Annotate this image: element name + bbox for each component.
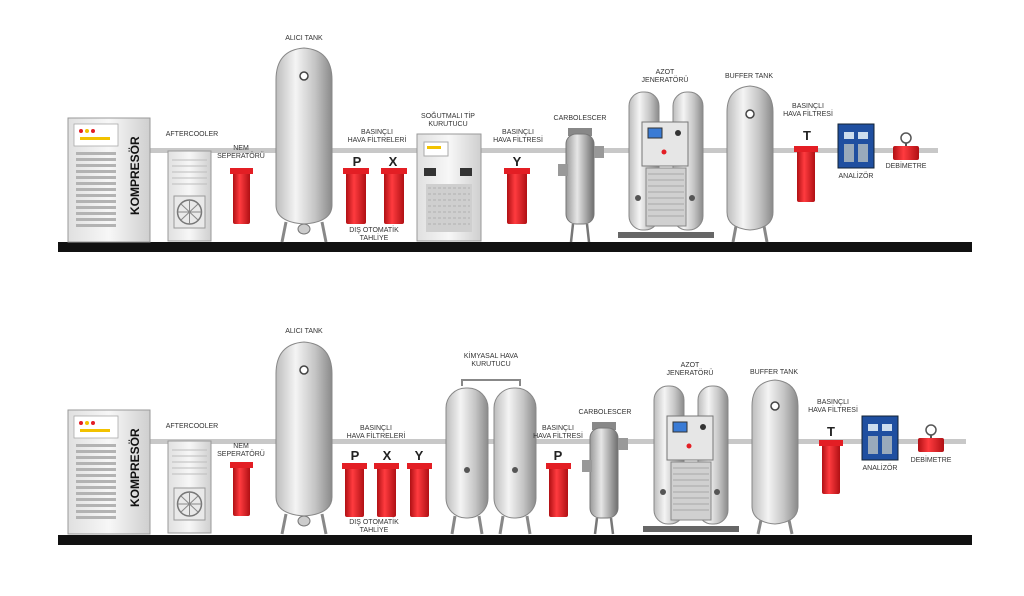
bottom-basincli-label-2: HAVA FİLTRELERİ bbox=[347, 431, 406, 440]
top-basincli-b-label-1: BASINÇLI bbox=[502, 129, 534, 136]
top-filter-p bbox=[343, 168, 369, 224]
bottom-filter-y bbox=[407, 463, 432, 517]
top-basincli-b-label-2: HAVA FİLTRESİ bbox=[493, 135, 543, 144]
top-floor bbox=[58, 242, 972, 252]
bottom-nem-label-2: SEPERATÖRÜ bbox=[217, 450, 265, 458]
bottom-alici-label: ALICI TANK bbox=[285, 328, 323, 335]
top-basincli-c-label-1: BASINÇLI bbox=[792, 103, 824, 110]
bottom-buffer-tank bbox=[751, 379, 799, 535]
top-filter-p-label: P bbox=[353, 154, 362, 169]
top-analizor-label: ANALİZÖR bbox=[838, 171, 873, 180]
top-filter-x bbox=[381, 168, 407, 224]
bottom-aftercooler-label: AFTERCOOLER bbox=[166, 423, 219, 430]
top-carbolescer-label: CARBOLESCER bbox=[554, 115, 607, 122]
top-filter-t bbox=[794, 146, 818, 202]
bottom-nem-label-1: NEM bbox=[233, 443, 249, 450]
top-basincli-label-2: HAVA FİLTRELERİ bbox=[348, 135, 407, 144]
top-sogutmali-dryer bbox=[416, 133, 482, 242]
top-nem-separator bbox=[230, 168, 253, 224]
bottom-azot-label-1: AZOT bbox=[681, 362, 700, 369]
top-alici-label: ALICI TANK bbox=[285, 35, 323, 42]
bottom-filter-p bbox=[342, 463, 367, 517]
bottom-carbolescer bbox=[582, 422, 628, 535]
top-dis-label-1: DIŞ OTOMATİK bbox=[349, 225, 399, 234]
bottom-kompresor-label: KOMPRESÖR bbox=[127, 428, 142, 507]
bottom-filter-y-label: Y bbox=[415, 448, 424, 463]
bottom-carbolescer-label: CARBOLESCER bbox=[579, 409, 632, 416]
top-basincli-c-label-2: HAVA FİLTRESİ bbox=[783, 109, 833, 118]
bottom-azot-generator bbox=[643, 385, 739, 532]
top-azot-label-1: AZOT bbox=[656, 69, 675, 76]
top-filter-x-label: X bbox=[389, 154, 398, 169]
top-sogutmali-label-1: SOĞUTMALI TİP bbox=[421, 111, 475, 120]
bottom-debimetre-label: DEBİMETRE bbox=[911, 455, 952, 464]
top-row: KOMPRESÖR AFTERCOOLER NEM SEPERATÖRÜ ALI… bbox=[58, 35, 972, 252]
top-filter-y-label: Y bbox=[513, 154, 522, 169]
bottom-kimyasal-label-1: KİMYASAL HAVA bbox=[464, 351, 519, 360]
top-aftercooler-label: AFTERCOOLER bbox=[166, 131, 219, 138]
bottom-debimetre bbox=[918, 424, 944, 452]
top-sogutmali-label-2: KURUTUCU bbox=[428, 121, 467, 128]
top-debimetre bbox=[893, 132, 919, 160]
bottom-floor bbox=[58, 535, 972, 545]
bottom-basincli-label-1: BASINÇLI bbox=[360, 425, 392, 432]
top-kompresor: KOMPRESÖR bbox=[67, 117, 151, 243]
bottom-filter-p2 bbox=[546, 463, 571, 517]
top-aftercooler bbox=[167, 150, 212, 242]
top-pipe bbox=[148, 148, 938, 153]
top-nem-label-1: NEM bbox=[233, 145, 249, 152]
bottom-aftercooler bbox=[167, 440, 212, 534]
top-dis-label-2: TAHLİYE bbox=[360, 233, 389, 242]
bottom-azot-label-2: JENERATÖRÜ bbox=[667, 369, 714, 377]
bottom-kimyasal-label-2: KURUTUCU bbox=[471, 361, 510, 368]
bottom-dis-label-2: TAHLİYE bbox=[360, 525, 389, 534]
bottom-nem-separator bbox=[230, 462, 253, 516]
bottom-basincli-c-label-2: HAVA FİLTRESİ bbox=[808, 405, 858, 414]
top-buffer-tank bbox=[726, 85, 774, 243]
bottom-buffer-label: BUFFER TANK bbox=[750, 369, 798, 376]
top-kompresor-label: KOMPRESÖR bbox=[127, 136, 142, 215]
bottom-basincli-b-label-2: HAVA FİLTRESİ bbox=[533, 431, 583, 440]
bottom-analizor-label: ANALİZÖR bbox=[862, 463, 897, 472]
bottom-kompresor: KOMPRESÖR bbox=[67, 409, 151, 535]
bottom-basincli-b-label-1: BASINÇLI bbox=[542, 425, 574, 432]
top-filter-t-label: T bbox=[803, 128, 811, 143]
top-carbolescer bbox=[558, 128, 604, 243]
top-alici-tank bbox=[275, 47, 333, 243]
top-azot-label-2: JENERATÖRÜ bbox=[642, 76, 689, 84]
bottom-analizor bbox=[861, 415, 899, 461]
bottom-alici-tank bbox=[275, 341, 333, 535]
top-analizor bbox=[837, 123, 875, 169]
bottom-dis-label-1: DIŞ OTOMATİK bbox=[349, 517, 399, 526]
bottom-filter-t-label: T bbox=[827, 424, 835, 439]
bottom-basincli-c-label-1: BASINÇLI bbox=[817, 399, 849, 406]
top-azot-generator bbox=[618, 91, 714, 238]
bottom-filter-p2-label: P bbox=[554, 448, 563, 463]
top-buffer-label: BUFFER TANK bbox=[725, 73, 773, 80]
bottom-filter-p-label: P bbox=[351, 448, 360, 463]
bottom-filter-x bbox=[374, 463, 399, 517]
bottom-filter-t bbox=[819, 440, 843, 494]
top-basincli-label-1: BASINÇLI bbox=[361, 129, 393, 136]
top-filter-y bbox=[504, 168, 530, 224]
top-nem-label-2: SEPERATÖRÜ bbox=[217, 152, 265, 160]
bottom-filter-x-label: X bbox=[383, 448, 392, 463]
bottom-kimyasal-dryer bbox=[445, 379, 537, 535]
bottom-pipe bbox=[148, 439, 966, 444]
top-debimetre-label: DEBİMETRE bbox=[886, 161, 927, 170]
bottom-row: KOMPRESÖR AFTERCOOLER NEM SEPERATÖRÜ ALI… bbox=[58, 328, 972, 545]
